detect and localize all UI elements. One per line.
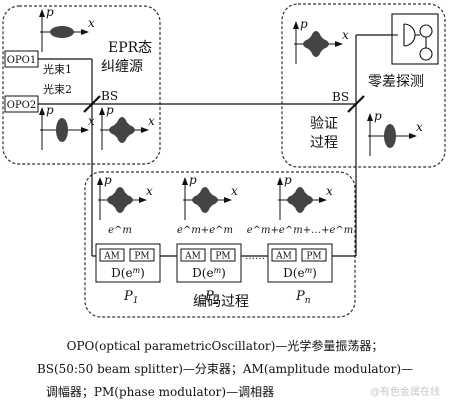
encoding-ellipsis: ……: [245, 251, 265, 262]
module-p-label: P2: [204, 289, 220, 306]
p-axis-label: p: [300, 17, 308, 31]
am-box: [271, 248, 297, 262]
caption-line-1: OPO(optical parametricOscillator)—光学参量振荡…: [66, 339, 384, 353]
entangled-state-blob: [192, 187, 218, 213]
x-axis-label: x: [416, 120, 423, 134]
epr-title-line2: 纠缠源: [101, 58, 143, 75]
beam1-label: 光束1: [43, 62, 72, 76]
plot-stage-3: px: [277, 173, 333, 220]
entangled-state-blob: [287, 187, 313, 213]
beam-splitter-right: [347, 95, 365, 113]
displacement-label: D(em): [283, 266, 317, 280]
epr-title-line1: EPR态: [108, 40, 152, 56]
entangled-state-blob: [107, 187, 133, 213]
plot-opo2: px: [39, 103, 95, 150]
stage-label-3: e^m+e^m+…+e^m: [247, 225, 353, 236]
encoding-title: 编码过程: [193, 294, 249, 310]
x-axis-label: x: [88, 114, 95, 128]
displacement-label: D(em): [111, 266, 145, 280]
plot-detection-bottom: px: [367, 109, 423, 156]
am-box: [180, 248, 206, 262]
bs-left-label: BS: [101, 89, 118, 103]
plot-stage-1: px: [97, 173, 153, 220]
am-box: [99, 248, 125, 262]
am-label: AM: [184, 252, 201, 262]
detection-title: 零差探测: [368, 74, 424, 90]
caption-line-2: BS(50:50 beam splitter)—分束器；AM(amplitude…: [36, 362, 414, 376]
p-axis-label: p: [46, 5, 54, 19]
opo2-label: OPO2: [7, 100, 37, 111]
entangled-state-blob: [109, 117, 135, 143]
encoding-module-2: AM PM D(em) P2: [176, 243, 242, 306]
encoding-module-3: AM PM D(em) Pn: [267, 243, 333, 306]
x-axis-label: x: [88, 16, 95, 30]
x-axis-label: x: [146, 184, 153, 198]
homodyne-detector: [391, 13, 439, 65]
p-axis-label: p: [189, 173, 197, 187]
am-label: AM: [103, 252, 120, 262]
displacement-label: D(em): [192, 266, 226, 280]
x-axis-label: x: [342, 28, 349, 42]
plot-left-bs: px: [99, 103, 155, 150]
beam-splitter-left: [83, 95, 101, 113]
watermark: @有色金属在线: [370, 387, 440, 398]
plot-detection-top: px: [293, 17, 349, 64]
x-axis-label: x: [326, 184, 333, 198]
pm-label: PM: [306, 252, 321, 262]
pm-box: [301, 248, 327, 262]
p-axis-label: p: [106, 103, 114, 117]
stage-label-2: e^m+e^m: [177, 225, 233, 236]
beam2-label: 光束2: [43, 82, 72, 96]
verify-line1: 验证: [310, 116, 338, 132]
squeezed-state-blob: [50, 26, 74, 38]
am-label: AM: [275, 252, 292, 262]
stage-label-1: e^m: [108, 225, 132, 236]
x-axis-label: x: [148, 114, 155, 128]
encoding-process-box: [84, 171, 356, 318]
pm-box: [210, 248, 236, 262]
p-axis-label: p: [374, 109, 382, 123]
module-p-label: Pn: [295, 289, 311, 306]
x-axis-label: x: [231, 184, 238, 198]
pm-label: PM: [134, 252, 149, 262]
opo1-label: OPO1: [7, 55, 37, 66]
squeezed-state-blob: [384, 124, 396, 148]
verify-line2: 过程: [310, 135, 338, 151]
opo2-box: [4, 95, 39, 113]
bs-right-label: BS: [332, 90, 349, 104]
entangled-state-blob: [303, 31, 329, 57]
plot-opo1: px: [39, 5, 95, 52]
caption-line-3: 调幅器；PM(phase modulator)—调相器: [45, 385, 275, 399]
opo1-box: [4, 50, 39, 68]
p-axis-label: p: [46, 103, 54, 117]
epr-source-box: [2, 5, 161, 165]
pm-label: PM: [215, 252, 230, 262]
p-axis-label: p: [104, 173, 112, 187]
plot-stage-2: px: [182, 173, 238, 220]
module-p-label: P1: [123, 289, 138, 306]
pm-box: [129, 248, 155, 262]
homodyne-detection-box: [281, 3, 446, 168]
p-axis-label: p: [284, 173, 292, 187]
encoding-module-1: AM PM D(em) P1: [95, 243, 161, 306]
squeezed-state-blob: [56, 118, 68, 142]
